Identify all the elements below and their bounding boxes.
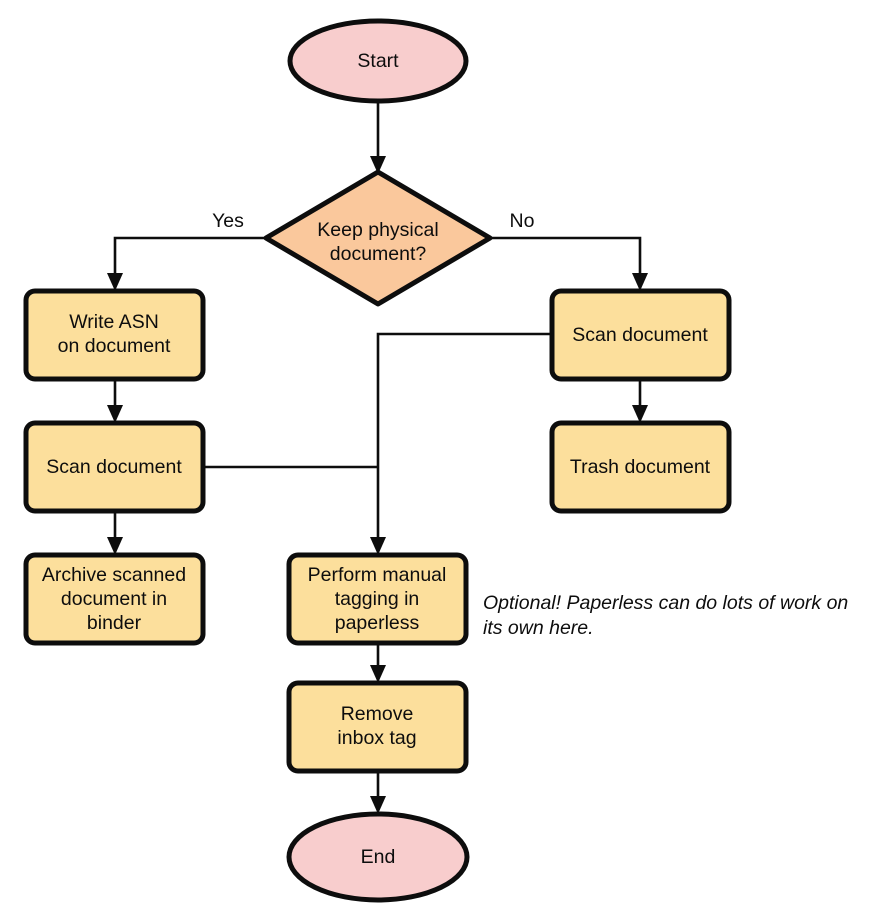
tagging-label-line3: paperless — [335, 612, 420, 634]
note-line2: its own here. — [483, 617, 594, 639]
start-ellipse — [287, 18, 469, 104]
edge-scan-right-to-tagging — [370, 332, 552, 555]
archive-label-line1: Archive scanned — [42, 564, 186, 586]
remove-inbox-label-line1: Remove — [341, 703, 414, 725]
decision-label-line1: Keep physical — [317, 219, 438, 241]
trash-document-label: Trash document — [570, 456, 711, 478]
note-line1: Optional! Paperless can do lots of work … — [483, 592, 848, 614]
remove-inbox-tag-box — [286, 680, 469, 774]
edge-scan-left-to-archive — [107, 511, 123, 555]
edge-remove-inbox-to-end — [370, 771, 386, 814]
archive-label-line2: document in — [61, 588, 167, 610]
node-scan-document-right[interactable]: Scan document — [549, 288, 732, 382]
node-end[interactable]: End — [286, 811, 470, 903]
write-asn-label-line1: Write ASN — [69, 311, 159, 333]
tagging-box — [286, 552, 469, 646]
archive-box — [23, 552, 206, 646]
node-perform-manual-tagging[interactable]: Perform manual tagging in paperless — [286, 552, 469, 646]
edge-scan-right-to-trash — [632, 379, 648, 423]
node-remove-inbox-tag[interactable]: Remove inbox tag — [286, 680, 469, 774]
start-label: Start — [357, 50, 399, 72]
node-write-asn[interactable]: Write ASN on document — [23, 288, 206, 382]
tagging-label-line1: Perform manual — [308, 564, 447, 586]
decision-diamond — [263, 169, 493, 307]
scan-document-left-box — [23, 420, 206, 514]
node-decision-keep-physical-document[interactable]: Keep physical document? — [263, 169, 493, 307]
write-asn-box — [23, 288, 206, 382]
edge-tagging-to-remove-inbox — [370, 643, 386, 683]
trash-document-box — [549, 420, 732, 514]
write-asn-label-line2: on document — [58, 335, 171, 357]
end-ellipse — [286, 811, 470, 903]
remove-inbox-label-line2: inbox tag — [337, 727, 416, 749]
note-optional-paperless: Optional! Paperless can do lots of work … — [483, 592, 848, 639]
tagging-label-line2: tagging in — [335, 588, 420, 610]
scan-document-right-box — [549, 288, 732, 382]
edge-label-yes: Yes — [212, 210, 244, 232]
edge-decision-yes-to-write-asn — [107, 236, 264, 291]
scan-document-left-label: Scan document — [46, 456, 182, 478]
node-archive-scanned-document[interactable]: Archive scanned document in binder — [23, 552, 206, 646]
decision-label-line2: document? — [330, 243, 427, 265]
node-trash-document[interactable]: Trash document — [549, 420, 732, 514]
archive-label-line3: binder — [87, 612, 142, 634]
scan-document-right-label: Scan document — [572, 324, 708, 346]
edge-decision-no-to-scan-right — [491, 236, 648, 291]
end-label: End — [361, 846, 396, 868]
edge-start-to-decision — [370, 100, 386, 174]
node-scan-document-left[interactable]: Scan document — [23, 420, 206, 514]
edge-write-asn-to-scan-left — [107, 379, 123, 423]
edge-label-no: No — [510, 210, 535, 232]
node-start[interactable]: Start — [287, 18, 469, 104]
